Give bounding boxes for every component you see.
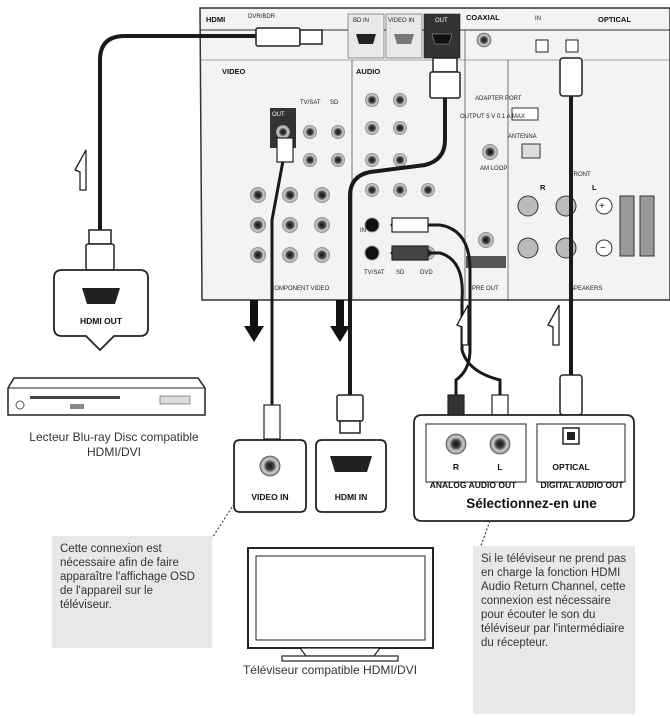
pre-out-label: PRE OUT: [472, 286, 499, 292]
svg-text:OUT: OUT: [272, 112, 285, 118]
analog-plugs-receiver: [391, 217, 429, 261]
svg-text:R: R: [540, 183, 546, 192]
svg-text:BD IN: BD IN: [353, 18, 369, 24]
svg-text:VIDEO IN: VIDEO IN: [388, 18, 414, 24]
svg-text:AM LOOP: AM LOOP: [480, 166, 507, 172]
svg-text:FRONT: FRONT: [570, 172, 591, 178]
hdmi-out-callout: HDMI OUT: [53, 269, 149, 352]
hdmi-bd-in-port: BD IN: [347, 13, 385, 59]
fm-antenna-jack: [482, 144, 498, 160]
audio-section-label: AUDIO: [356, 67, 380, 76]
cable-video: [270, 148, 287, 412]
svg-text:+: +: [599, 201, 605, 212]
optical-in-jack-1: [535, 39, 549, 53]
analog-audio-out-label: ANALOG AUDIO OUT: [430, 480, 517, 490]
hdmi-out-port: OUT: [423, 13, 461, 59]
video-jacks: [303, 125, 345, 167]
arrow-up-optical: [547, 304, 560, 346]
cables: [98, 34, 573, 412]
hdmi-plug-bd: [85, 229, 115, 271]
optical-plug-callout: [559, 374, 583, 416]
video-plug-tv: [263, 404, 281, 440]
cable-hdmi-bd: [98, 34, 260, 237]
component-video-label: COMPONENT VIDEO: [270, 286, 330, 292]
arrow-up-analog: [456, 304, 469, 346]
video-in-callout: VIDEO IN: [233, 439, 307, 513]
arrow-down-hdmi: [330, 300, 350, 342]
audio-out-callout: R L OPTICAL ANALOG AUDIO OUT DIGITAL AUD…: [413, 414, 635, 522]
coaxial-label: COAXIAL: [466, 13, 500, 22]
svg-text:L: L: [592, 183, 597, 192]
cable-hdmi-tv: [348, 93, 447, 402]
optical-in-jack-2: [565, 39, 579, 53]
svg-text:VIDEO IN: VIDEO IN: [251, 492, 288, 502]
hdmi-plug-tv: [336, 394, 364, 434]
hdmi-section-label: HDMI: [206, 15, 225, 24]
svg-text:HDMI IN: HDMI IN: [335, 492, 368, 502]
arrow-down-video: [244, 300, 264, 342]
svg-text:DVD: DVD: [420, 270, 433, 276]
am-loop-terminal: [521, 143, 541, 159]
pre-out-jack: [478, 232, 494, 248]
tv-caption: Téléviseur compatible HDMI/DVI: [242, 663, 418, 677]
svg-text:IN: IN: [360, 228, 366, 234]
digital-audio-out-label: DIGITAL AUDIO OUT: [541, 480, 625, 490]
output-5v-label: OUTPUT 5 V 0.1 A MAX: [460, 114, 525, 120]
receiver-rear-panel: HDMI DVR/BDR BD IN VIDEO IN OUT COAXIAL …: [199, 7, 670, 301]
note-audio-return: Si le téléviseur ne prend pas en charge …: [473, 546, 635, 714]
component-video-jacks: [250, 187, 330, 263]
hdmi-video-in-port: VIDEO IN: [385, 13, 423, 59]
svg-text:SD: SD: [330, 100, 339, 106]
blu-ray-player: [7, 377, 206, 416]
hdmi-plug-receiver-out: [429, 57, 461, 99]
svg-text:IN: IN: [535, 16, 541, 22]
svg-text:TV/SAT: TV/SAT: [300, 100, 321, 106]
bd-player-caption: Lecteur Blu-ray Disc compatible HDMI/DVI: [29, 430, 199, 459]
svg-text:OUT: OUT: [435, 18, 448, 24]
analog-l-label: L: [497, 462, 502, 472]
hdmi-in-callout: HDMI IN: [315, 439, 387, 513]
leader-left: [211, 503, 235, 539]
leader-right: [479, 520, 491, 549]
direction-arrows: [74, 149, 560, 346]
adapter-port: [511, 107, 539, 121]
svg-text:−: −: [600, 243, 606, 254]
antenna-label: ANTENNA: [508, 134, 537, 140]
subwoofer-label-plate: [466, 256, 506, 268]
analog-r-label: R: [453, 462, 459, 472]
coaxial-jack: [476, 32, 492, 48]
television: [247, 547, 434, 662]
dvr-bdr-label: DVR/BDR: [248, 14, 276, 20]
select-one-label: Sélectionnez-en une: [466, 496, 597, 511]
note-osd: Cette connexion est nécessaire afin de f…: [52, 536, 212, 648]
video-section-label: VIDEO: [222, 67, 246, 76]
optical-label: OPTICAL: [598, 15, 631, 24]
optical-plug-receiver: [559, 57, 583, 97]
svg-text:HDMI OUT: HDMI OUT: [80, 316, 123, 326]
adapter-port-label: ADAPTER PORT: [475, 96, 522, 102]
optical-callout-label: OPTICAL: [552, 462, 589, 472]
speakers-label: SPEAKERS: [570, 286, 602, 292]
direction-arrows-down: [244, 300, 350, 342]
arrow-up-bd: [74, 149, 87, 191]
svg-text:SD: SD: [396, 270, 405, 276]
hdmi-plug-receiver-in: [255, 27, 323, 47]
cable-analog-r: [390, 223, 472, 400]
svg-text:TV/SAT: TV/SAT: [364, 270, 385, 276]
video-plug-receiver: [276, 137, 294, 163]
